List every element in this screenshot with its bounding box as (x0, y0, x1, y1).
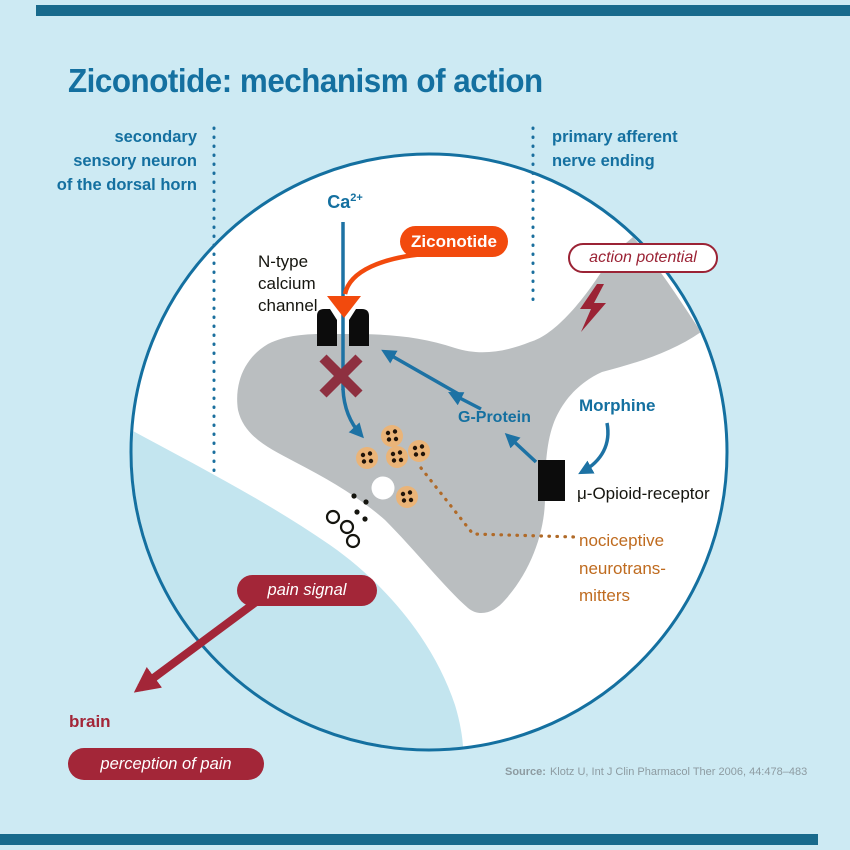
presynaptic-terminal-shape (237, 237, 701, 614)
vesicle-group (356, 425, 430, 508)
calcium-ion-label: Ca2+ (320, 192, 370, 213)
source-text: Klotz U, Int J Clin Pharmacol Ther 2006,… (549, 766, 808, 778)
secondary-neuron-line-1: secondary (114, 128, 197, 146)
primary-afferent-label: primary afferent nerve ending (552, 125, 732, 173)
morphine-label: Morphine (579, 396, 656, 415)
top-accent-bar (36, 5, 850, 16)
neurotransmitters-line-2: neurotrans- (579, 558, 666, 578)
calcium-channel-icon (317, 309, 369, 346)
neurotransmitters-label: nociceptive neurotrans- mitters (579, 527, 666, 610)
pain-signal-arrow (133, 598, 259, 693)
released-transmitter-dots (351, 493, 369, 522)
source-citation: Source:Klotz U, Int J Clin Pharmacol The… (505, 766, 807, 778)
secondary-neuron-label: secondary sensory neuron of the dorsal h… (40, 125, 197, 197)
calcium-release-arrow (341, 388, 364, 439)
action-potential-badge: action potential (568, 243, 718, 273)
receptor-to-g-protein-arrow (504, 432, 538, 464)
vesicle-icon (386, 446, 408, 468)
neurotransmitters-line-3: mitters (579, 586, 630, 605)
empty-vesicle-rings (325, 509, 361, 549)
morphine-arrow (578, 422, 610, 475)
calcium-channel-line-3: channel (258, 296, 318, 315)
page-title: Ziconotide: mechanism of action (68, 62, 543, 99)
neurotransmitter-dotted-pointer (419, 466, 578, 539)
source-label: Source: (505, 766, 546, 778)
g-protein-label: G-Protein (458, 409, 531, 426)
synapse-circle-outline (129, 152, 729, 752)
calcium-ion-base: Ca (327, 192, 351, 212)
secondary-neuron-line-2: sensory neuron (73, 152, 197, 170)
pain-signal-badge: pain signal (237, 575, 377, 606)
brain-label: brain (69, 712, 111, 731)
primary-afferent-line-2: nerve ending (552, 152, 655, 170)
vesicle-icon (381, 425, 403, 447)
neurotransmitters-line-1: nociceptive (579, 531, 665, 550)
vesicle-icon (408, 440, 430, 462)
opioid-receptor-label: μ-Opioid-receptor (577, 484, 710, 503)
calcium-ion-superscript: 2+ (350, 192, 363, 204)
primary-afferent-line-1: primary afferent (552, 128, 678, 146)
ziconotide-arrowhead (327, 296, 361, 318)
calcium-channel-line-2: calcium (258, 274, 316, 293)
g-protein-arrow-mid (448, 391, 482, 411)
vesicle-fusion-bulge (371, 476, 395, 500)
bottom-accent-bar (0, 834, 818, 845)
perception-of-pain-badge: perception of pain (68, 748, 264, 780)
ziconotide-badge: Ziconotide (400, 226, 508, 257)
blocked-x-icon (319, 354, 363, 398)
vesicle-icon (396, 486, 418, 508)
calcium-channel-label: N-type calcium channel (258, 251, 318, 317)
secondary-neuron-line-3: of the dorsal horn (56, 176, 197, 194)
lightning-bolt-icon (580, 284, 606, 332)
calcium-channel-line-1: N-type (258, 252, 309, 271)
g-protein-arrow-to-channel (381, 349, 463, 398)
vesicle-icon (356, 447, 378, 469)
mu-opioid-receptor-icon (538, 460, 565, 501)
